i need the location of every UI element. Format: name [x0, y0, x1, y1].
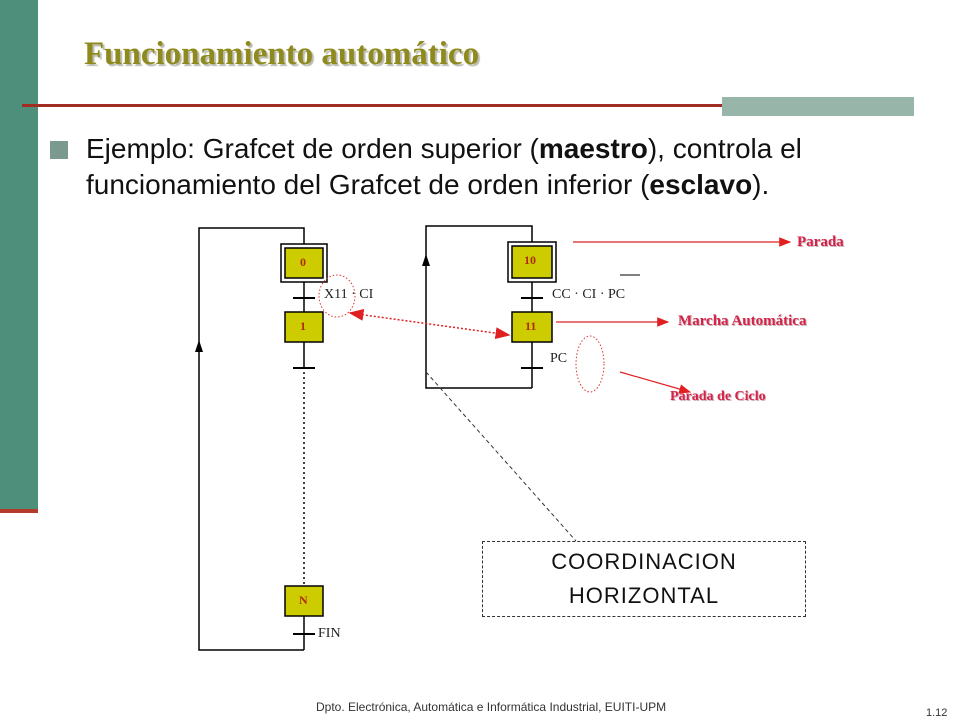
title-rule: [22, 104, 914, 107]
bold-esclavo: esclavo: [649, 169, 753, 200]
master-grafcet: [195, 227, 328, 651]
left-decor-band-foot: [0, 509, 38, 513]
slide-title: Funcionamiento automático: [84, 36, 480, 72]
transition-label-cc-ci-pc: CC · CI · PC: [552, 287, 626, 302]
annotation-parada: Parada: [797, 234, 844, 250]
slave-return-loop: [425, 225, 533, 389]
slave-grafcet: [422, 225, 640, 389]
bold-maestro: maestro: [538, 133, 648, 164]
master-return-loop: [198, 227, 305, 651]
transition-label-pc: PC: [550, 351, 568, 366]
title-rule-accent: [722, 97, 914, 116]
transition-label-fin: FIN: [318, 626, 341, 641]
coordination-line-1: COORDINACION: [551, 549, 737, 574]
master-step-0[interactable]: [284, 247, 324, 279]
step-label-N: N: [299, 593, 308, 607]
step-label-1: 1: [300, 319, 306, 333]
slave-step-11[interactable]: [511, 311, 553, 343]
left-decor-band: [0, 0, 38, 512]
coordination-pointer: [425, 371, 577, 542]
step-label-10: 10: [524, 253, 536, 267]
step-label-0: 0: [300, 255, 306, 269]
bullet-text: Ejemplo: Grafcet de orden superior (maes…: [86, 133, 802, 200]
master-loop-arrow: [195, 340, 203, 352]
annotation-parada-de-ciclo: Parada de Ciclo: [670, 389, 766, 404]
coordination-line-2: HORIZONTAL: [568, 583, 720, 608]
condition-circle-pc: [575, 335, 605, 393]
transition-label-x11-ci: X11 · CI: [324, 287, 374, 302]
slave-step-10[interactable]: [511, 245, 553, 279]
x11-link-arrow: [348, 308, 511, 340]
page-number: 1.12: [926, 707, 948, 719]
arrow-parada-ciclo: [619, 371, 692, 394]
slave-loop-arrow: [422, 254, 430, 266]
bullet-square-icon: [50, 141, 68, 159]
footer-institution: Dpto. Electrónica, Automática e Informát…: [316, 700, 667, 714]
master-step-N[interactable]: [284, 585, 324, 617]
bullet-lead: Ejemplo:: [86, 133, 195, 164]
step-label-11: 11: [525, 319, 537, 333]
annotation-marcha-automatica: Marcha Automática: [678, 313, 807, 329]
coordination-box: COORDINACION HORIZONTAL: [482, 541, 806, 617]
condition-circle-x11: [318, 274, 356, 318]
